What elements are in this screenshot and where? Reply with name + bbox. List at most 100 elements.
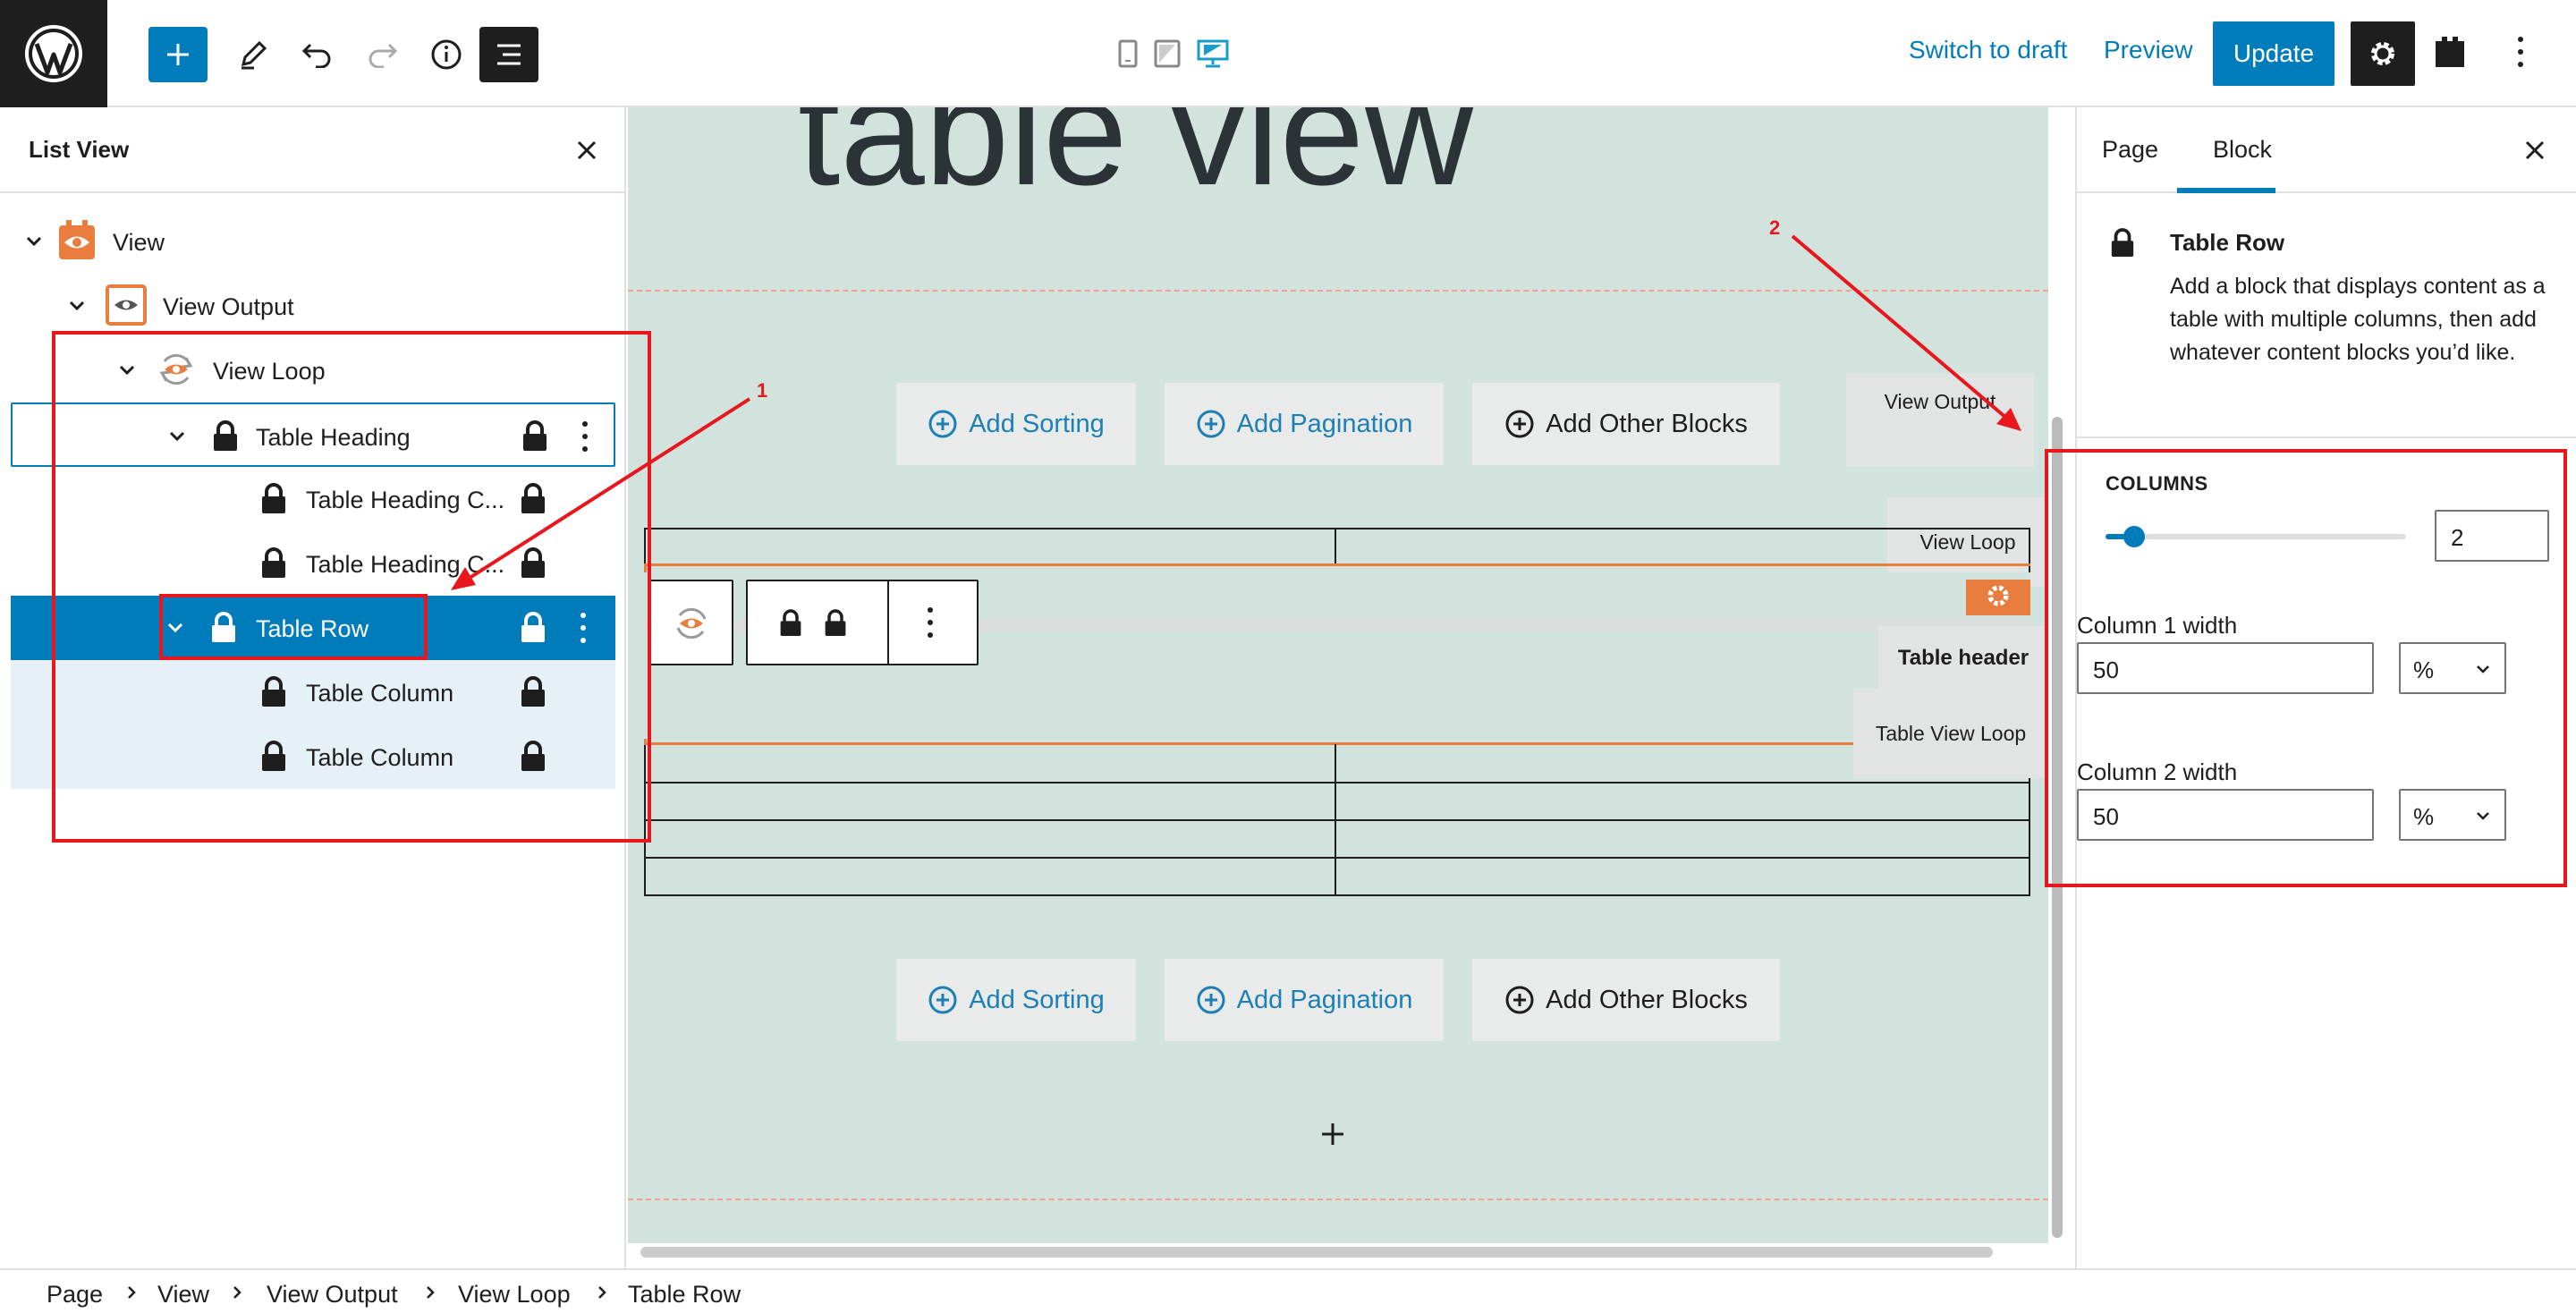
add-sorting-button[interactable]: Add Sorting (896, 383, 1136, 465)
list-item-label: View (113, 229, 165, 256)
breadcrumb-view[interactable]: View (157, 1281, 210, 1308)
columns-number-input[interactable]: 2 (2435, 510, 2549, 562)
add-sorting-button[interactable]: Add Sorting (896, 959, 1136, 1041)
list-item-view[interactable]: View (11, 209, 615, 274)
tablet-preview-button[interactable] (1154, 39, 1181, 68)
chevron-right-icon (598, 1286, 606, 1299)
chevron-right-icon (233, 1286, 242, 1299)
add-other-blocks-button[interactable]: Add Other Blocks (1472, 383, 1780, 465)
undo-icon (301, 43, 331, 68)
settings-sidebar: Page Block Table Row Add a block that di… (2075, 107, 2576, 1268)
loop-icon (159, 353, 193, 385)
list-item-label: Table Column (306, 744, 454, 771)
view-loop-tooltip[interactable]: View Loop (1887, 497, 2048, 587)
table-row-outline-top (644, 563, 2030, 566)
lock-icon[interactable] (519, 612, 547, 644)
breadcrumb-view-loop[interactable]: View Loop (458, 1281, 571, 1308)
column-2-width-label: Column 2 width (2077, 758, 2238, 785)
mobile-icon (1118, 39, 1138, 68)
breadcrumb-page[interactable]: Page (47, 1281, 104, 1308)
gear-icon (1987, 585, 2009, 606)
list-view-header: List View (0, 107, 626, 193)
undo-button[interactable] (288, 27, 347, 82)
table-header-tooltip[interactable]: Table header (1878, 626, 2048, 690)
list-item-label: Table Heading (256, 424, 411, 451)
more-vertical-icon (2518, 37, 2523, 67)
info-icon (431, 39, 462, 70)
plugin-icon (2436, 37, 2464, 67)
annotation-box-table-row (159, 594, 428, 660)
preview-link[interactable]: Preview (2104, 36, 2193, 64)
list-item-label: View Loop (213, 358, 326, 385)
circle-plus-icon (928, 986, 957, 1014)
list-item-table-row[interactable]: Table Row (11, 596, 615, 660)
redo-icon (369, 43, 398, 68)
canvas-vertical-scrollbar[interactable] (2052, 417, 2063, 1238)
settings-button[interactable] (2351, 21, 2415, 86)
add-pagination-label: Add Pagination (1236, 409, 1413, 438)
mobile-preview-button[interactable] (1118, 39, 1138, 68)
lock-icon[interactable] (519, 741, 547, 773)
list-item-table-column[interactable]: Table Column (11, 660, 615, 724)
block-parent-selector[interactable] (649, 580, 733, 665)
toolbar-divider (887, 581, 889, 664)
close-sidebar-button[interactable] (2524, 140, 2546, 161)
table-line (644, 819, 2030, 821)
lock-icon (262, 741, 285, 771)
add-block-button[interactable] (148, 27, 208, 82)
lock-icon[interactable] (778, 608, 803, 639)
loop-icon (676, 607, 707, 640)
list-item-view-output[interactable]: View Output (11, 274, 615, 338)
column-1-unit-select[interactable]: % (2399, 642, 2506, 694)
plugin-button[interactable] (2433, 34, 2467, 70)
switch-to-draft-link[interactable]: Switch to draft (1909, 36, 2068, 64)
add-pagination-button[interactable]: Add Pagination (1165, 383, 1444, 465)
editor-canvas: table view Add Sorting Add Pagination Ad… (628, 107, 2075, 1268)
tab-block[interactable]: Block (2213, 136, 2273, 163)
lock-icon (214, 420, 237, 451)
list-item-view-loop[interactable]: View Loop (11, 338, 615, 402)
column-1-width-label: Column 1 width (2077, 612, 2238, 639)
column-2-width-input[interactable]: 50 (2077, 789, 2374, 841)
chevron-down-icon (2477, 812, 2489, 820)
columns-slider-thumb[interactable] (2123, 526, 2145, 547)
table-line (644, 857, 2030, 859)
column-2-unit-select[interactable]: % (2399, 789, 2506, 841)
add-pagination-button[interactable]: Add Pagination (1165, 959, 1444, 1041)
add-other-blocks-button[interactable]: Add Other Blocks (1472, 959, 1780, 1041)
gear-icon (2371, 42, 2394, 65)
block-settings-badge[interactable] (1966, 580, 2030, 615)
tools-button[interactable] (224, 27, 283, 82)
lock-icon[interactable] (823, 608, 848, 639)
block-breadcrumb: Page View View Output View Loop Table Ro… (0, 1268, 2576, 1313)
canvas-horizontal-scrollbar[interactable] (640, 1247, 1993, 1258)
more-vertical-icon[interactable] (576, 610, 590, 646)
circle-plus-icon (928, 410, 957, 438)
columns-slider-track[interactable] (2106, 534, 2406, 539)
tab-page[interactable]: Page (2102, 136, 2159, 163)
columns-label: COLUMNS (2106, 472, 2208, 495)
lock-icon[interactable] (519, 676, 547, 708)
details-button[interactable] (417, 27, 476, 82)
update-button[interactable]: Update (2213, 21, 2334, 86)
view-boundary-bottom (628, 1199, 2048, 1200)
view-output-tooltip[interactable]: View Output (1846, 374, 2034, 467)
block-appender-button[interactable] (1320, 1122, 1345, 1147)
close-list-view-button[interactable] (576, 140, 597, 161)
circle-plus-icon (1505, 410, 1534, 438)
breadcrumb-view-output[interactable]: View Output (267, 1281, 398, 1308)
wordpress-logo[interactable] (0, 0, 107, 107)
options-button[interactable] (2517, 36, 2524, 68)
column-1-width-input[interactable]: 50 (2077, 642, 2374, 694)
list-view-button[interactable] (479, 27, 538, 82)
page-title[interactable]: table view (798, 107, 1474, 217)
desktop-preview-button[interactable] (1197, 39, 1229, 68)
lock-icon (212, 612, 235, 642)
table-view-loop-tooltip[interactable]: Table View Loop (1853, 689, 2048, 778)
chevron-right-icon (427, 1286, 435, 1299)
more-vertical-icon[interactable] (927, 606, 934, 639)
list-item-table-column[interactable]: Table Column (11, 724, 615, 789)
redo-button[interactable] (352, 27, 411, 82)
canvas-background: table view Add Sorting Add Pagination Ad… (628, 107, 2048, 1243)
list-item-table-heading[interactable]: Table Heading (11, 402, 615, 467)
